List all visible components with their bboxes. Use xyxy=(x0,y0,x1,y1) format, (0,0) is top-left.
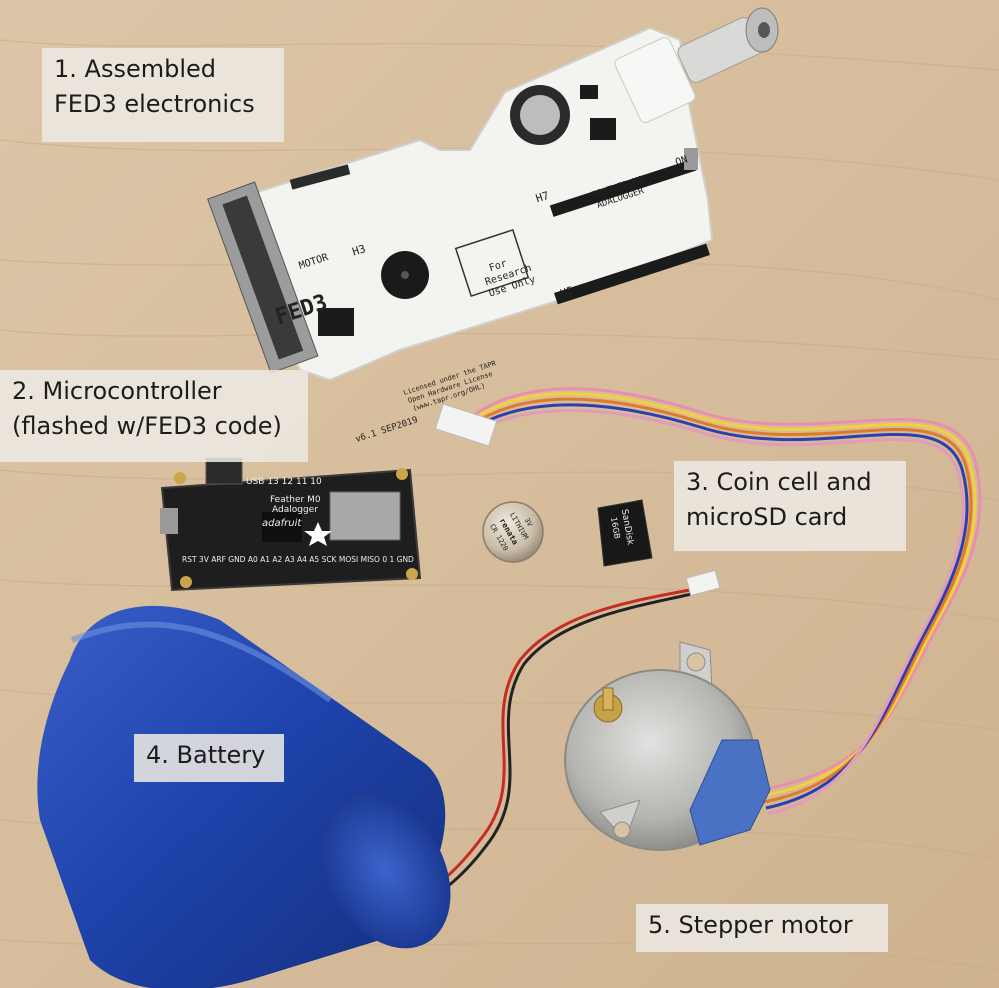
bnc-connector xyxy=(614,7,779,123)
mcu-brand-text: adafruit xyxy=(262,518,302,529)
mcu-name-line2: Adalogger xyxy=(272,505,318,515)
coin-text-voltage: 3V xyxy=(523,517,535,529)
label-microcontroller: 2. Microcontroller (flashed w/FED3 code) xyxy=(0,370,308,462)
coin-cell: 3V LITHIUM renata CR 1220 xyxy=(482,501,544,563)
microsd-card: SanDisk 16GB xyxy=(597,499,653,567)
mcu-usb-port xyxy=(160,508,178,534)
mcu-top-pins-text: USB 13 12 11 10 xyxy=(246,477,322,487)
label-coin-cell-sd: 3. Coin cell and microSD card xyxy=(674,461,906,551)
header-h7 xyxy=(549,159,697,217)
display-module xyxy=(207,181,319,374)
header-h5 xyxy=(554,243,710,305)
board-h7-text: H7 xyxy=(534,189,551,205)
label-assembled-electronics-line2: FED3 electronics xyxy=(54,90,255,118)
board-h3-text: H3 xyxy=(351,242,368,258)
sd-size-text: 16GB xyxy=(609,516,622,539)
mcu-bottom-pins-text: RST 3V ARF GND A0 A1 A2 A3 A4 A5 SCK MOS… xyxy=(182,555,414,564)
label-battery: 4. Battery xyxy=(134,734,284,782)
label-assembled-electronics-line1: 1. Assembled xyxy=(54,55,216,83)
battery-wire-connector xyxy=(685,569,721,597)
research-box xyxy=(454,229,530,297)
board-h5-text: H5 xyxy=(559,284,576,300)
stepper-motor xyxy=(564,641,771,851)
board-research-line1: For xyxy=(488,258,509,274)
label-coin-cell-sd-line2: microSD card xyxy=(686,503,848,531)
label-battery-line1: 4. Battery xyxy=(146,741,266,769)
mcu-sd-slot xyxy=(329,491,401,541)
battery-pack xyxy=(37,605,451,988)
motor-cable-connector xyxy=(434,403,498,447)
microcontroller-board: USB 13 12 11 10 Feather M0 Adalogger ada… xyxy=(160,457,422,592)
label-stepper-motor: 5. Stepper motor xyxy=(636,904,888,952)
label-microcontroller-line2: (flashed w/FED3 code) xyxy=(12,412,282,440)
board-on-text: ON xyxy=(674,154,689,168)
mcu-name-line1: Feather M0 xyxy=(270,495,321,505)
header-motor xyxy=(289,164,351,190)
label-microcontroller-line1: 2. Microcontroller xyxy=(12,377,222,405)
label-coin-cell-sd-line1: 3. Coin cell and xyxy=(686,468,872,496)
ic-chip xyxy=(590,118,616,140)
label-stepper-motor-line1: 5. Stepper motor xyxy=(648,911,853,939)
motor-cable xyxy=(469,387,982,816)
label-assembled-electronics: 1. Assembled FED3 electronics xyxy=(42,48,284,142)
motor-driver-chip xyxy=(318,308,354,336)
